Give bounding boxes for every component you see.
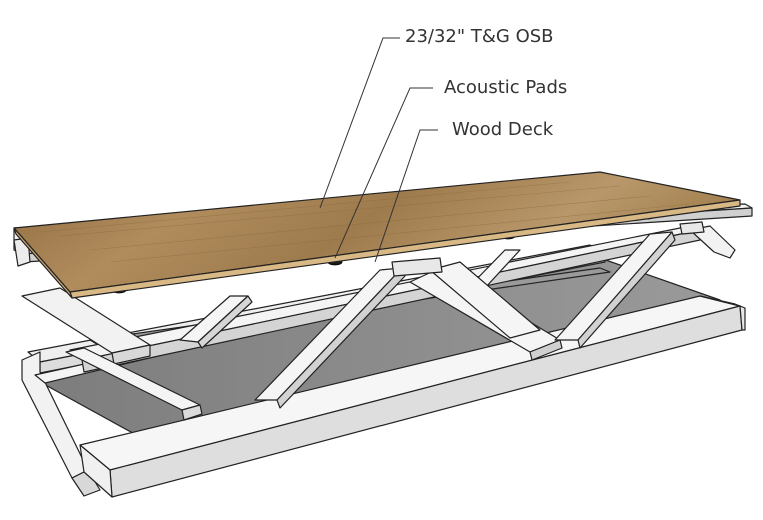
leader-osb bbox=[319, 37, 400, 209]
callout-acoustic-pads: Acoustic Pads bbox=[444, 77, 568, 98]
callout-wood-deck: Wood Deck bbox=[452, 119, 554, 140]
leader-pads bbox=[334, 87, 433, 259]
callout-osb: 23/32" T&G OSB bbox=[405, 26, 554, 47]
osb-left-edge bbox=[13, 227, 73, 299]
leader-lines bbox=[319, 37, 438, 263]
leader-deck bbox=[374, 129, 438, 263]
brace-6 bbox=[429, 261, 541, 339]
base-right-end bbox=[699, 295, 746, 331]
right-end-brace bbox=[689, 225, 736, 259]
osb-top-sheet bbox=[13, 171, 741, 299]
